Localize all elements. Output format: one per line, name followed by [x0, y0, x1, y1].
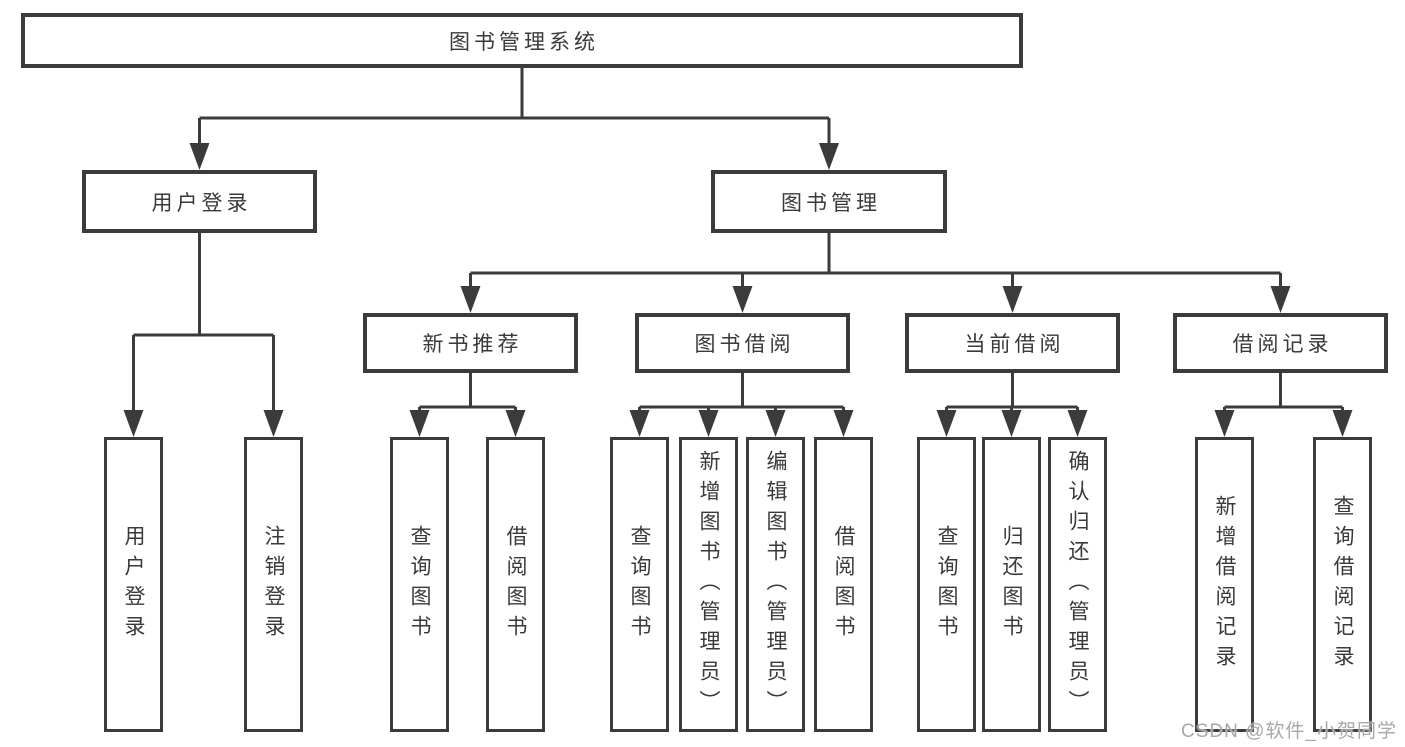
leaf-query-books-current-label: 查询图书	[935, 524, 958, 645]
node-current-borrow-label: 当前借阅	[964, 333, 1065, 356]
arrowhead	[505, 410, 526, 437]
leaf-query-books-borrow: 查询图书	[610, 437, 669, 732]
connector-book-management-to-level3	[460, 233, 1291, 313]
arrowhead	[1001, 410, 1022, 437]
node-borrow-records-label: 借阅记录	[1232, 333, 1333, 356]
arrowhead	[629, 410, 650, 437]
arrowhead	[833, 410, 854, 437]
node-user-login: 用户登录	[82, 170, 317, 233]
leaf-borrow-books-label: 借阅图书	[832, 524, 855, 645]
node-borrow-records: 借阅记录	[1173, 313, 1388, 373]
node-new-book-recommend-label: 新书推荐	[422, 333, 523, 356]
connector-current-borrow-to-leaves	[936, 373, 1088, 437]
connector-borrow-records-to-leaves	[1214, 373, 1353, 437]
arrowhead	[123, 410, 144, 437]
leaf-query-books-borrow-label: 查询图书	[628, 524, 651, 645]
arrowhead	[1214, 410, 1235, 437]
leaf-edit-book-admin-label: 编辑图书（管理员）	[764, 449, 787, 720]
leaf-add-borrow-record: 新增借阅记录	[1195, 437, 1254, 732]
leaf-borrow-books-recommend: 借阅图书	[486, 437, 545, 732]
arrowhead	[409, 410, 430, 437]
arrowhead	[1270, 286, 1291, 313]
node-root: 图书管理系统	[21, 13, 1023, 68]
arrowhead	[732, 286, 753, 313]
arrowhead	[819, 143, 839, 170]
leaf-query-books-current: 查询图书	[917, 437, 976, 732]
leaf-add-book-admin: 新增图书（管理员）	[679, 437, 738, 732]
leaf-borrow-books: 借阅图书	[814, 437, 873, 732]
leaf-query-borrow-record-label: 查询借阅记录	[1331, 494, 1354, 675]
arrowhead	[1067, 410, 1088, 437]
node-user-login-label: 用户登录	[151, 191, 252, 215]
node-book-management: 图书管理	[711, 170, 947, 233]
leaf-logout-label: 注销登录	[262, 524, 285, 645]
arrowhead	[263, 410, 284, 437]
node-new-book-recommend: 新书推荐	[363, 313, 578, 373]
node-current-borrow: 当前借阅	[905, 313, 1120, 373]
leaf-user-login-label: 用户登录	[122, 524, 145, 645]
leaf-confirm-return-admin-label: 确认归还（管理员）	[1066, 449, 1089, 720]
connector-new-book-recommend-to-leaves	[409, 373, 526, 437]
leaf-query-books-recommend-label: 查询图书	[408, 524, 431, 645]
arrowhead	[698, 410, 719, 437]
arrowhead	[189, 143, 210, 170]
leaf-add-book-admin-label: 新增图书（管理员）	[697, 449, 720, 720]
leaf-borrow-books-recommend-label: 借阅图书	[504, 524, 527, 645]
node-root-label: 图书管理系统	[449, 30, 599, 54]
connector-user-login-to-leaves	[123, 233, 284, 437]
csdn-watermark: CSDN @软件_小贺同学	[1181, 721, 1397, 742]
arrowhead	[460, 286, 481, 313]
leaf-add-borrow-record-label: 新增借阅记录	[1213, 494, 1236, 675]
leaf-return-book-label: 归还图书	[1000, 524, 1023, 645]
connector-book-borrow-to-leaves	[629, 373, 854, 437]
node-book-borrow-label: 图书借阅	[694, 333, 795, 356]
node-book-borrow: 图书借阅	[635, 313, 850, 373]
leaf-query-books-recommend: 查询图书	[390, 437, 449, 732]
leaf-query-borrow-record: 查询借阅记录	[1313, 437, 1372, 732]
leaf-confirm-return-admin: 确认归还（管理员）	[1048, 437, 1107, 732]
arrowhead	[765, 410, 786, 437]
leaf-edit-book-admin: 编辑图书（管理员）	[746, 437, 805, 732]
arrowhead	[936, 410, 957, 437]
connector-root-to-level2	[189, 68, 839, 170]
arrowhead	[1002, 286, 1023, 313]
leaf-user-login: 用户登录	[104, 437, 163, 732]
leaf-return-book: 归还图书	[982, 437, 1041, 732]
leaf-logout: 注销登录	[244, 437, 303, 732]
node-book-management-label: 图书管理	[781, 191, 881, 215]
arrowhead	[1332, 410, 1353, 437]
